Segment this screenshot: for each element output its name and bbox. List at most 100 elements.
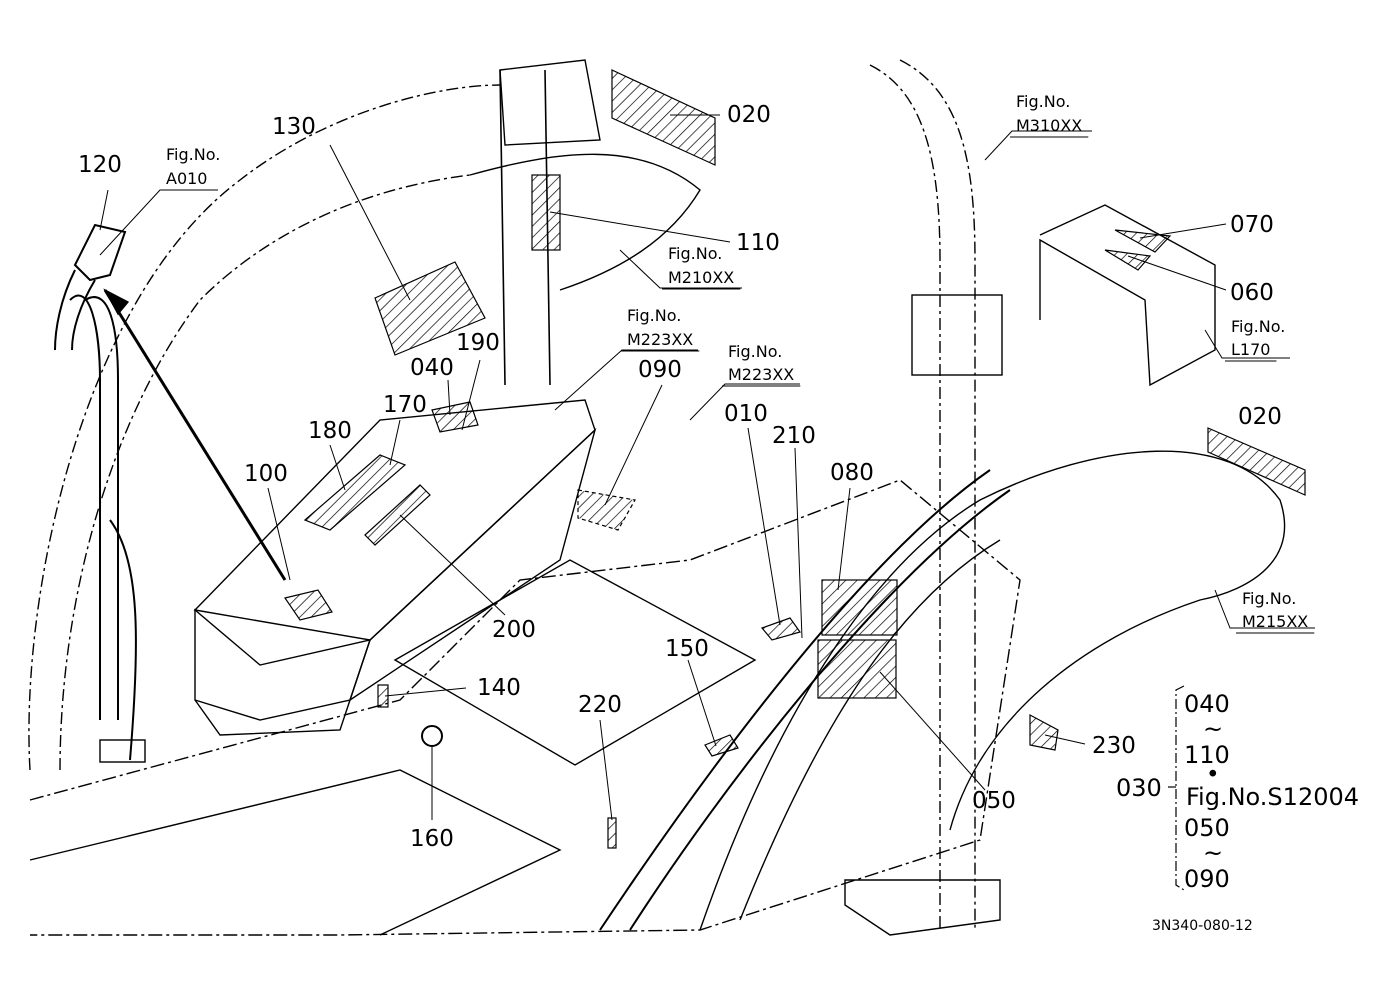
leader-M223a (554, 349, 698, 411)
leader-120 (99, 189, 109, 231)
leader-150 (687, 659, 717, 747)
leader-080 (837, 487, 851, 591)
leader-130 (329, 144, 411, 301)
callout-080: 080 (830, 460, 874, 486)
figref-M223a-caption: Fig.No. (627, 306, 681, 325)
legend-fig-ref: Fig.No.S12004 (1186, 783, 1359, 811)
line-art (28, 59, 1286, 936)
leader-170 (389, 419, 401, 466)
callout-230: 230 (1092, 733, 1136, 759)
callout-040: 040 (410, 355, 454, 381)
lever-stem-2 (71, 279, 96, 351)
figref-M223b-code: M223XX (728, 365, 794, 384)
console-top (193, 399, 596, 641)
legend-range2-end: 090 (1184, 865, 1230, 893)
left-fender-inner (59, 174, 471, 771)
callout-020-right: 020 (1238, 404, 1282, 430)
callout-220: 220 (578, 692, 622, 718)
figref-M210-code: M210XX (668, 268, 734, 287)
right-handrail-inner (629, 489, 1011, 931)
figure-references: Fig.No. A010 Fig.No. M210XX Fig.No. M223… (160, 92, 1315, 634)
leader-180 (329, 444, 346, 491)
legend-set-label: 030 (1116, 774, 1162, 802)
lever-arrow-head (103, 288, 130, 316)
callout-140: 140 (477, 675, 521, 701)
floor-step (29, 769, 562, 936)
decal-090 (577, 489, 636, 531)
legend-range1-end: 110 (1184, 741, 1230, 769)
callout-160: 160 (410, 826, 454, 852)
callout-100: 100 (244, 461, 288, 487)
leader-050 (879, 671, 986, 791)
leader-M310 (984, 130, 1092, 161)
leader-110 (549, 211, 731, 243)
leader-040 (447, 379, 451, 416)
lever-stem (54, 269, 76, 351)
callout-050: 050 (972, 788, 1016, 814)
callout-120: 120 (78, 152, 122, 178)
leader-L170 (1204, 329, 1290, 359)
figref-M223b-caption: Fig.No. (728, 342, 782, 361)
leader-190 (461, 359, 481, 431)
leader-M223b (689, 383, 800, 421)
left-fender-outline (28, 84, 501, 771)
figref-M215-caption: Fig.No. (1242, 589, 1296, 608)
legend-range1-tilde: ~ (1203, 715, 1223, 743)
leader-M210 (619, 249, 742, 289)
callout-060: 060 (1230, 280, 1274, 306)
lever-knob (73, 223, 127, 282)
left-handrail-inner (84, 296, 119, 720)
floor-panel (393, 559, 757, 766)
figref-A010-code: A010 (166, 169, 207, 188)
callout-110: 110 (736, 230, 780, 256)
leader-lines (99, 114, 1315, 821)
rops-bracket-right (911, 294, 1003, 376)
decal-230 (1029, 713, 1059, 751)
left-fender-panel (469, 153, 701, 291)
figref-A010-caption: Fig.No. (166, 145, 220, 164)
console-front (194, 608, 372, 721)
callout-210: 210 (772, 423, 816, 449)
cover-box (1039, 204, 1216, 387)
callout-200: 200 (492, 617, 536, 643)
decal-150 (704, 734, 739, 757)
figref-M310-code: M310XX (1016, 116, 1082, 135)
adjust-knob (421, 725, 443, 747)
decal-200 (364, 484, 431, 546)
figref-L170-code: L170 (1231, 340, 1270, 359)
decal-020-top (611, 69, 716, 166)
legend-range2-tilde: ~ (1203, 839, 1223, 867)
callout-labels: 120 130 020 110 190 040 170 180 100 200 … (78, 102, 1282, 852)
leader-010 (747, 427, 781, 626)
leader-M215 (1214, 589, 1315, 629)
lever-arrow (103, 289, 287, 581)
leader-230 (1044, 734, 1086, 745)
rops-base (844, 879, 1001, 936)
decal-020-right (1207, 427, 1306, 496)
callout-070: 070 (1230, 212, 1274, 238)
console-side (348, 427, 597, 702)
decal-060 (1104, 249, 1152, 271)
decal-220 (607, 817, 617, 849)
callout-190: 190 (456, 330, 500, 356)
decal-130 (374, 261, 486, 356)
leader-070 (1139, 223, 1227, 239)
legend-range2-start: 050 (1184, 814, 1230, 842)
callout-170: 170 (383, 392, 427, 418)
decal-180 (303, 454, 407, 531)
callout-020-top: 020 (727, 102, 771, 128)
rops-bracket-left (499, 59, 601, 146)
callout-150: 150 (665, 636, 709, 662)
figref-M223a-code: M223XX (627, 330, 693, 349)
leader-A010 (99, 189, 218, 256)
right-handrail (599, 469, 991, 931)
leader-200 (399, 514, 506, 616)
figref-M210-caption: Fig.No. (668, 244, 722, 263)
leader-140 (384, 687, 467, 697)
decal-100 (284, 589, 333, 621)
left-handrail (69, 294, 101, 720)
leader-060 (1127, 255, 1227, 291)
decal-080 (821, 579, 898, 636)
